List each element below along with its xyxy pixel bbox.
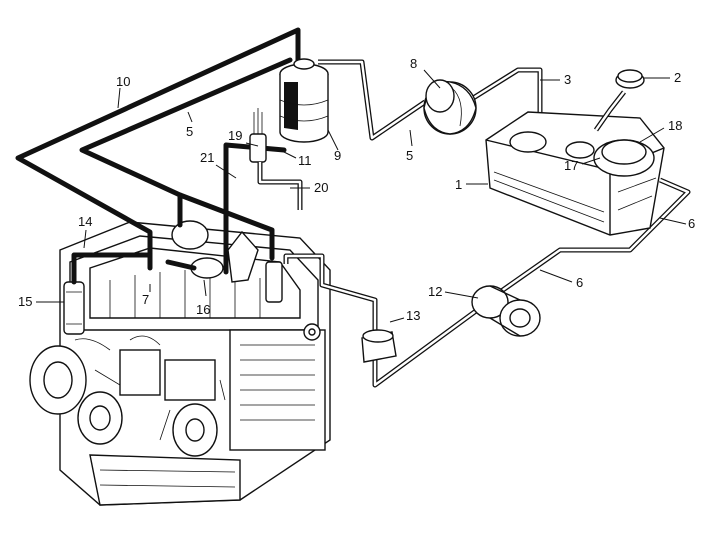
- inline-filter: [361, 329, 397, 363]
- label-3: 3: [564, 72, 571, 87]
- leader-lines: [36, 69, 687, 323]
- label-14: 14: [78, 214, 92, 229]
- label-12: 12: [428, 284, 442, 299]
- thin-pipes: [283, 59, 691, 388]
- charcoal-canister: [279, 58, 329, 143]
- fuel-tank: [485, 69, 665, 236]
- label-18: 18: [668, 118, 682, 133]
- label-16: 16: [196, 302, 210, 317]
- label-5-left: 5: [186, 124, 193, 139]
- label-13: 13: [406, 308, 420, 323]
- label-2: 2: [674, 70, 681, 85]
- vapour-separator: [423, 79, 477, 135]
- label-20: 20: [314, 180, 328, 195]
- label-7: 8: [410, 56, 417, 71]
- fuel-pump: [471, 285, 541, 337]
- label-21: 21: [200, 150, 214, 165]
- label-1: 1: [455, 177, 462, 192]
- label-11: 11: [298, 153, 312, 168]
- purge-valve: [249, 108, 303, 210]
- label-6-upper: 6: [688, 216, 695, 231]
- label-10: 7: [142, 292, 149, 307]
- carburettor: [171, 220, 283, 303]
- label-17: 17: [564, 158, 578, 173]
- label-5-right: 5: [406, 148, 413, 163]
- fuel-filter: [63, 281, 85, 335]
- label-9: 10: [116, 74, 130, 89]
- label-15: 15: [18, 294, 32, 309]
- label-8: 9: [334, 148, 341, 163]
- label-19: 19: [228, 128, 242, 143]
- callout-labels: 10 5 19 11 9 21 20 5 8 3 2 18 17 1 6 6 1…: [18, 56, 695, 323]
- label-6-lower: 6: [576, 275, 583, 290]
